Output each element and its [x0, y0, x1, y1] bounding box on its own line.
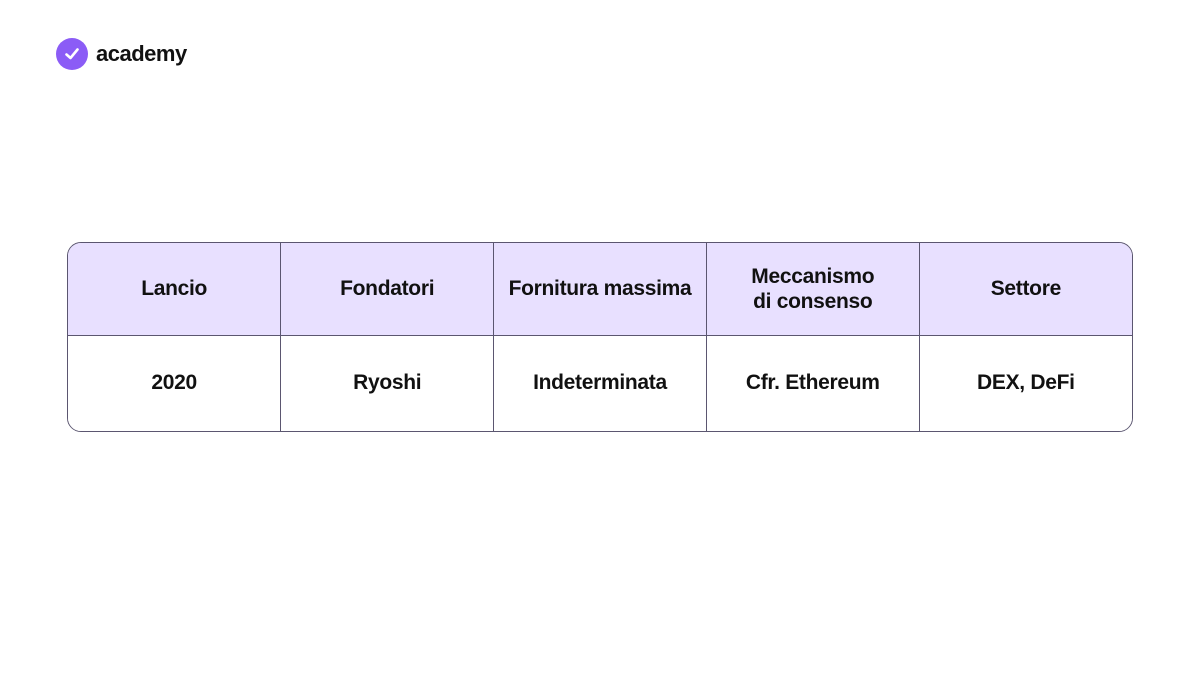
cell-meccanismo-di-consenso: Cfr. Ethereum	[706, 335, 920, 431]
column-header-fondatori: Fondatori	[280, 243, 495, 336]
cell-settore: DEX, DeFi	[977, 371, 1075, 395]
table-row: 2020 Ryoshi Indeterminata Cfr. Ethereum …	[68, 335, 1132, 431]
cell-fornitura-massima: Indeterminata	[493, 335, 707, 431]
column-header-label: Meccanismo di consenso	[751, 264, 875, 313]
column-header-settore: Settore	[919, 243, 1132, 336]
column-header-lancio: Lancio	[68, 243, 282, 336]
column-header-fornitura-massima: Fornitura massima	[493, 243, 707, 336]
cell-fondatori: Ryoshi	[280, 335, 495, 431]
checkmark-icon	[56, 38, 88, 70]
table-header-row: Lancio Fondatori Fornitura massima Mecca…	[68, 243, 1132, 336]
info-table: Lancio Fondatori Fornitura massima Mecca…	[67, 242, 1133, 432]
brand-logo[interactable]: academy	[56, 38, 187, 70]
brand-name: academy	[96, 41, 187, 66]
column-header-meccanismo-di-consenso: Meccanismo di consenso	[706, 243, 920, 336]
cell-lancio: 2020	[68, 335, 282, 431]
